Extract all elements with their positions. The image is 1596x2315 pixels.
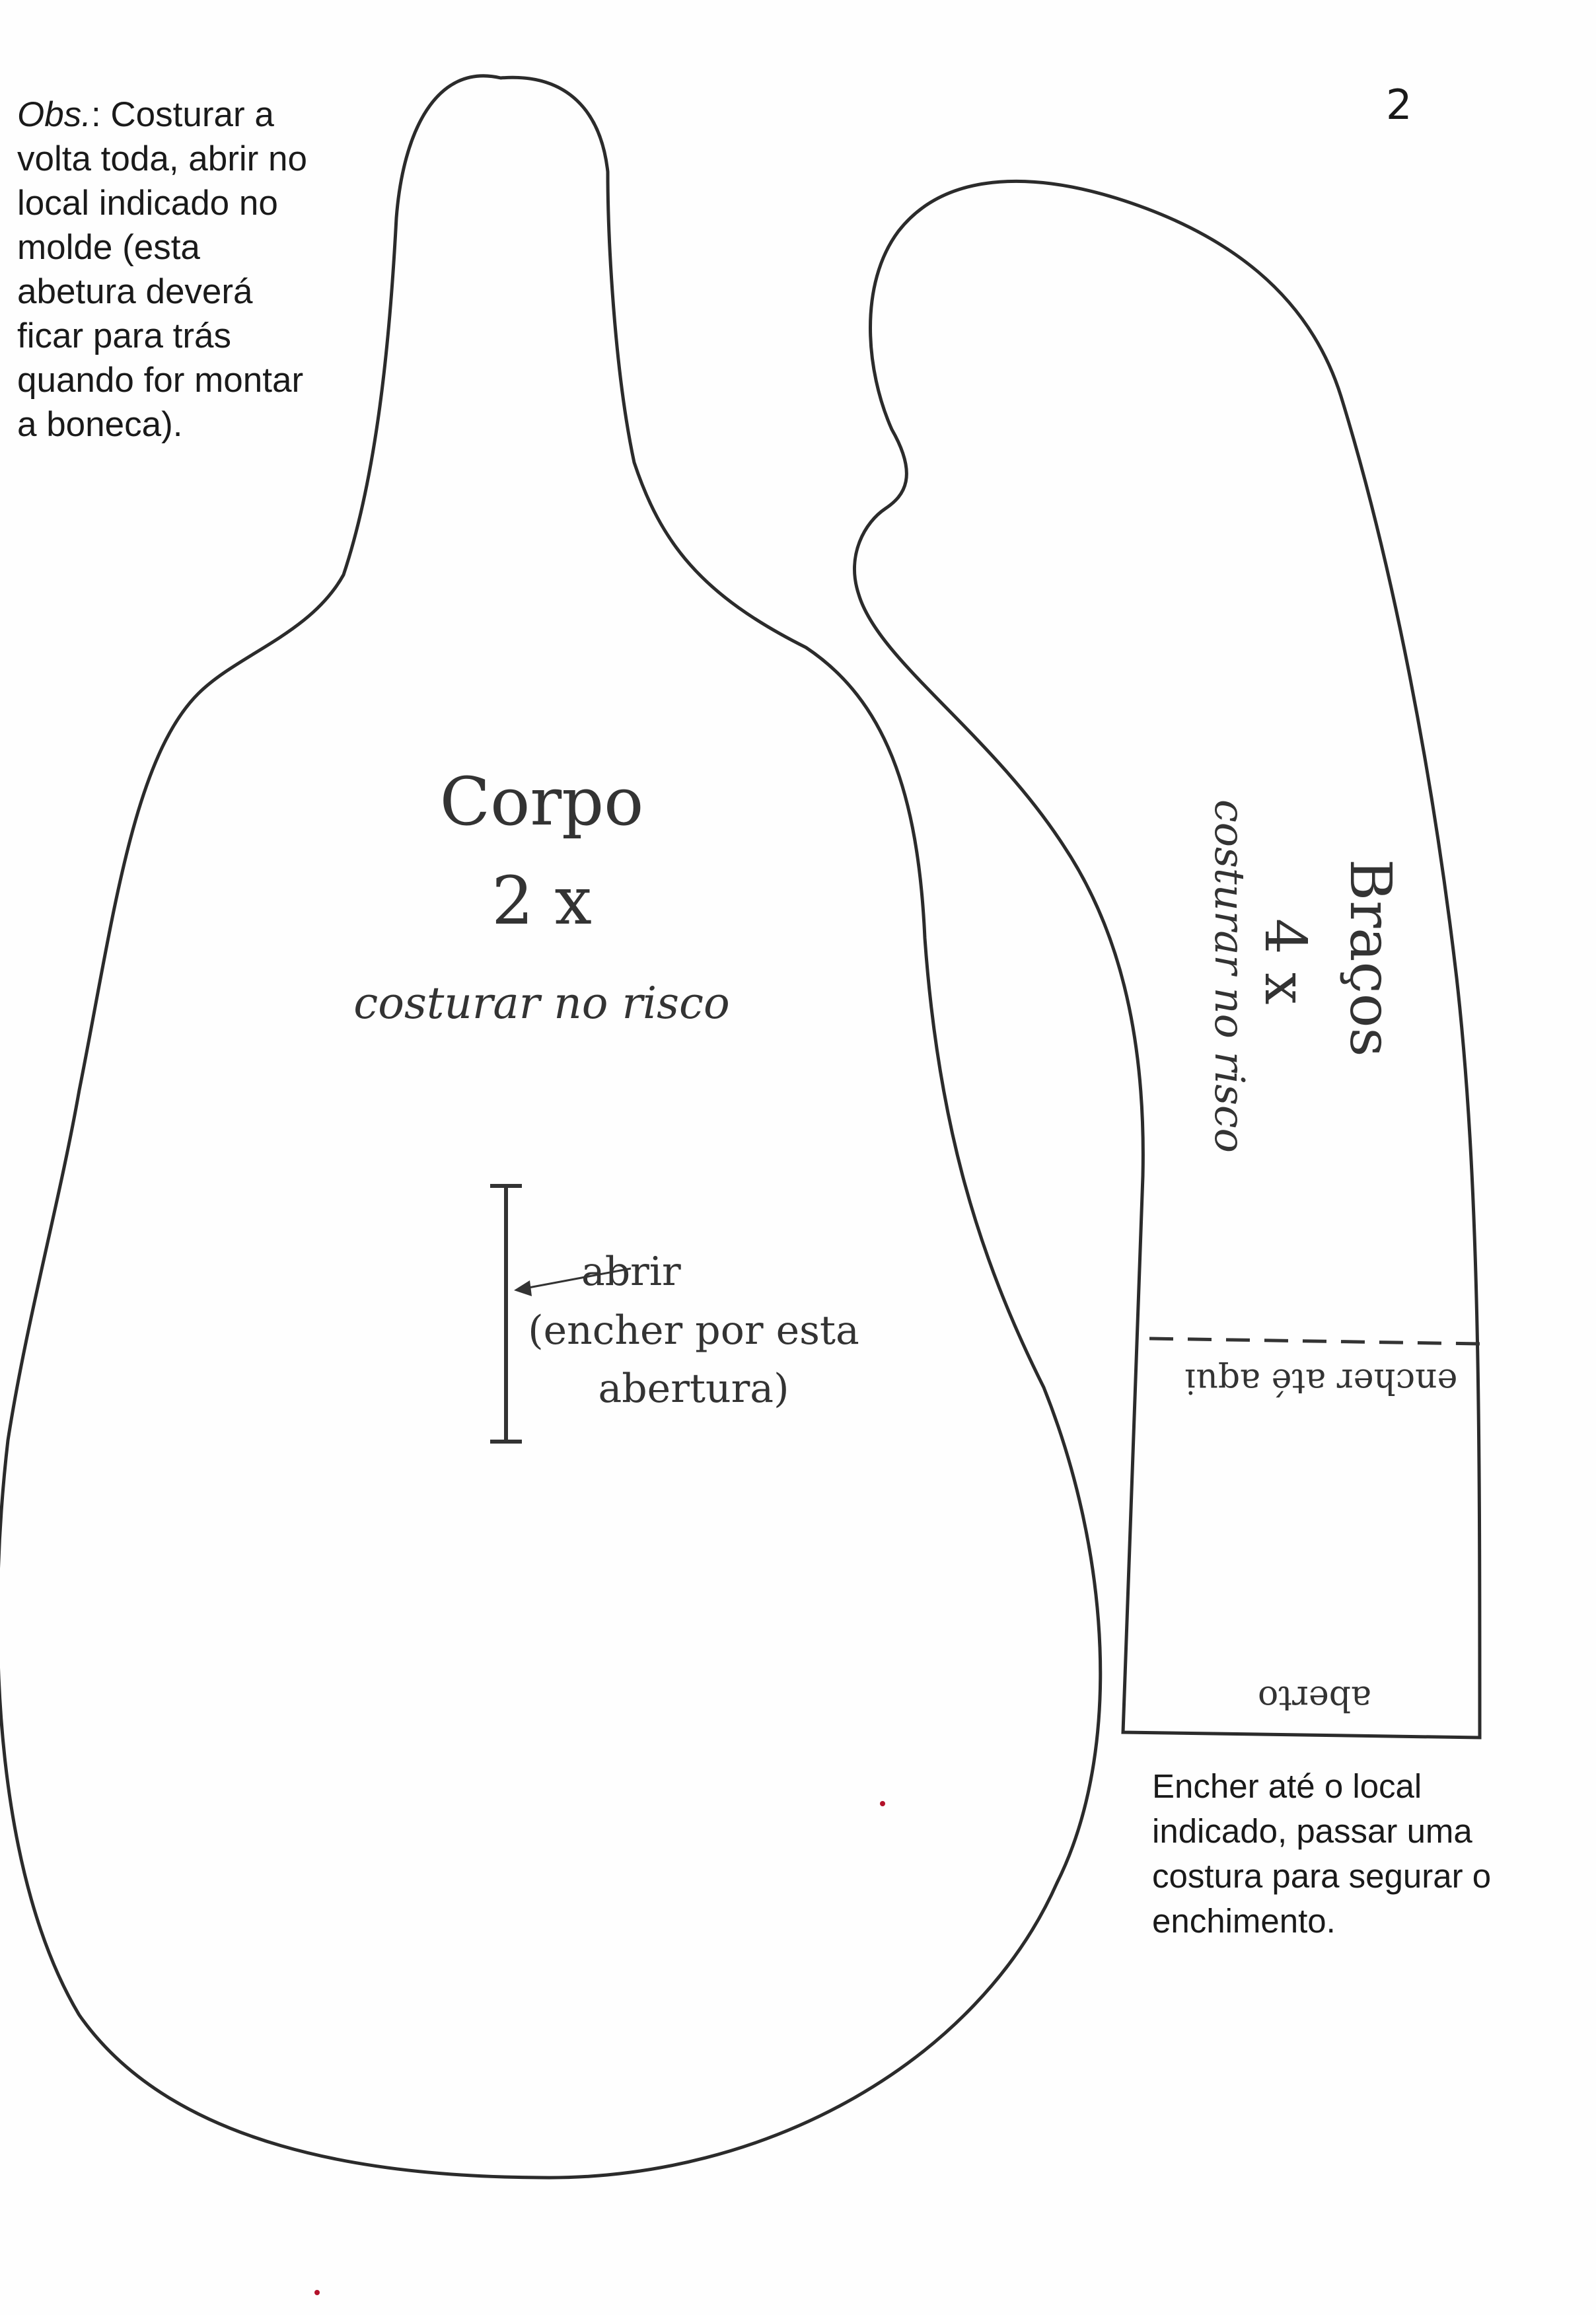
- paper-speck: [880, 1801, 885, 1806]
- body-pattern-count: 2 x: [491, 862, 592, 939]
- body-opening-label: abrir: [581, 1249, 681, 1295]
- body-outline: [0, 74, 1103, 2180]
- body-pattern-title: Corpo: [439, 763, 644, 840]
- body-pattern-instruction: costurar no risco: [353, 978, 730, 1029]
- opening-arrow-head: [514, 1280, 532, 1296]
- fill-limit-dashed-line: [1149, 1337, 1480, 1346]
- observation-note: Obs.: Costurar a volta toda, abrir no lo…: [17, 92, 328, 447]
- opening-arrow: [525, 1267, 632, 1290]
- arm-open-end-label: aberto: [1257, 1678, 1372, 1718]
- arm-fill-line-label: encher até aqui: [1184, 1361, 1458, 1401]
- observation-prefix: Obs.: [17, 95, 91, 134]
- arm-pattern-count: 4 x: [1252, 918, 1318, 1005]
- arm-pattern-instruction: costurar no risco: [1206, 799, 1254, 1153]
- arm-outline: [853, 179, 1482, 1740]
- page-number: 2: [1386, 81, 1412, 129]
- body-opening-detail: (encher por esta abertura): [528, 1307, 859, 1412]
- observation-text: : Costurar a volta toda, abrir no local …: [17, 95, 307, 444]
- arm-pattern-title: Braços: [1337, 859, 1403, 1057]
- paper-speck: [314, 2290, 320, 2295]
- fill-note: Encher até o local indicado, passar uma …: [1152, 1767, 1492, 1940]
